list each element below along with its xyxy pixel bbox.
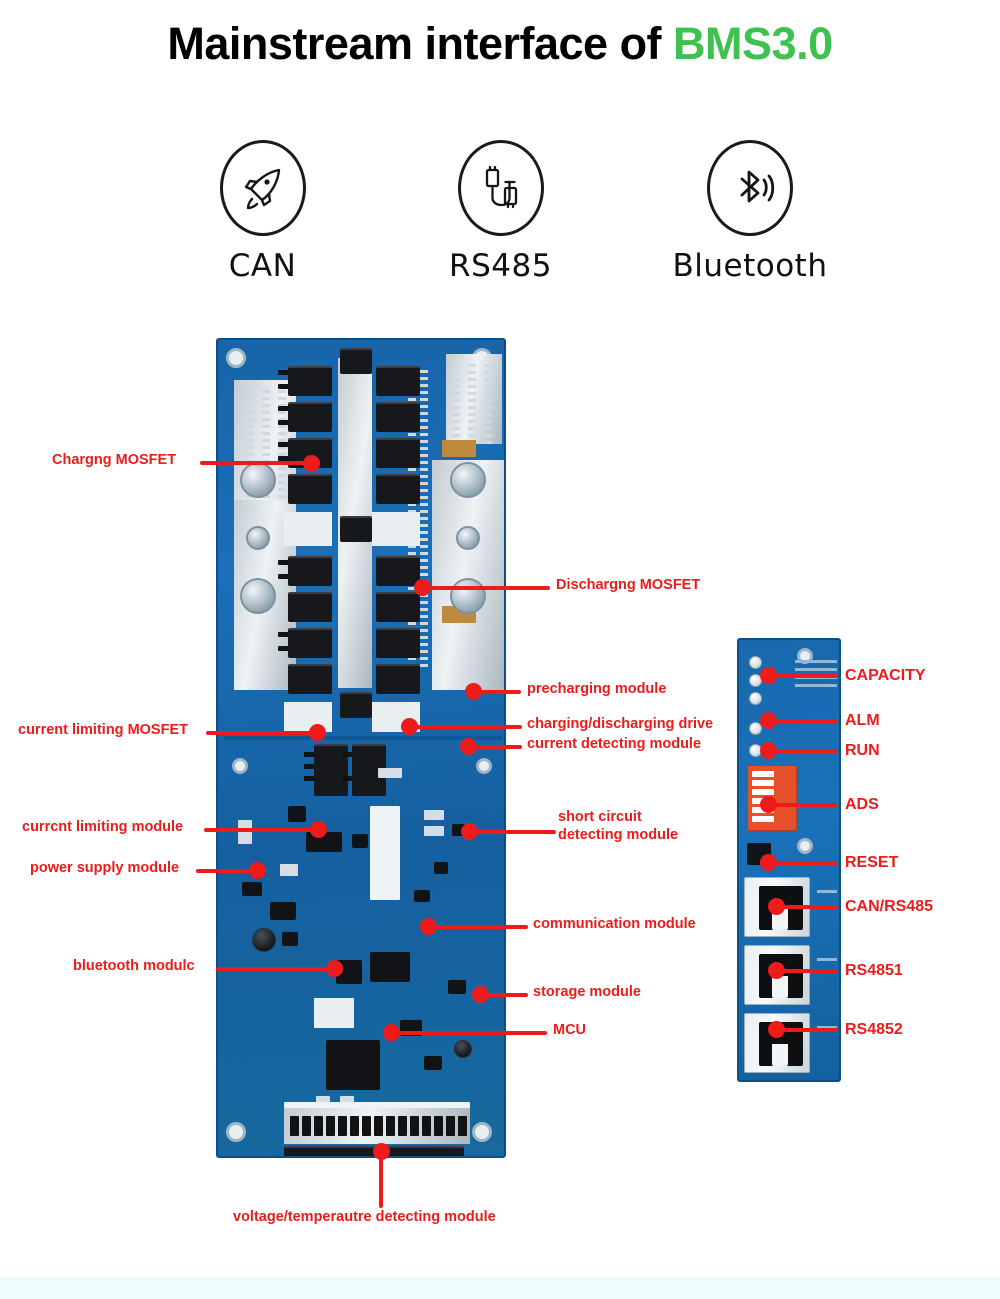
dot-mcu — [383, 1024, 400, 1041]
callout-run: RUN — [845, 742, 880, 759]
leader-rs4852 — [778, 1028, 838, 1032]
callout-reset: RESET — [845, 854, 899, 871]
dot-power-supply-module — [249, 862, 266, 879]
callout-power-supply-module: power supply module — [30, 860, 180, 876]
leader-current-limiting-mosfet — [206, 731, 316, 735]
feature-bluetooth: Bluetooth — [660, 140, 840, 284]
callout-storage-module: storage module — [533, 984, 641, 1000]
callout-discharging-mosfet: Dischargng MOSFET — [556, 577, 701, 593]
callout-charging-mosfet: Chargng MOSFET — [52, 452, 177, 468]
callout-capacity: CAPACITY — [845, 667, 926, 684]
dot-run — [760, 742, 777, 759]
leader-discharging-mosfet — [422, 586, 550, 590]
dot-capacity — [760, 667, 777, 684]
feature-rs485: RS485 — [438, 140, 563, 284]
feature-can: CAN — [200, 140, 325, 284]
leader-reset — [770, 861, 838, 865]
dot-ads — [760, 796, 777, 813]
rocket-icon — [219, 140, 306, 236]
dot-charging-discharging-drive — [401, 718, 418, 735]
led-capacity-3 — [749, 692, 762, 705]
dot-current-limiting-module — [310, 821, 327, 838]
callout-current-limiting-module: currcnt limiting module — [22, 819, 184, 835]
callout-bluetooth-module: bluetooth modulc — [73, 958, 195, 974]
callout-communication-module: communication module — [533, 916, 696, 932]
dot-rs4851 — [768, 962, 785, 979]
callout-mcu: MCU — [553, 1022, 587, 1038]
callout-voltage-temperature-detecting-module: voltage/temperautre detecting module — [233, 1209, 496, 1225]
led-alm — [749, 722, 762, 735]
dot-bluetooth-module — [326, 960, 343, 977]
leader-current-limiting-module — [204, 828, 318, 832]
callout-can-rs485: CAN/RS485 — [845, 898, 934, 915]
dot-charging-mosfet — [303, 455, 320, 472]
dot-storage-module — [472, 986, 489, 1003]
dot-voltage-temperature-module — [373, 1143, 390, 1160]
page-title-accent: BMS3.0 — [673, 18, 833, 69]
dot-reset — [760, 854, 777, 871]
callout-precharging-module: precharging module — [527, 681, 667, 697]
callout-short-circuit-detecting-module: short circuit detecting module — [558, 809, 718, 844]
dot-discharging-mosfet — [414, 579, 431, 596]
callout-current-limiting-mosfet: current limiting MOSFET — [18, 722, 188, 738]
dot-communication-module — [420, 918, 437, 935]
leader-short-circuit-detecting-module — [470, 830, 556, 834]
led-capacity — [749, 656, 762, 669]
leader-bluetooth-module — [216, 967, 334, 971]
dot-current-limiting-mosfet — [309, 724, 326, 741]
page-title: Mainstream interface of BMS3.0 — [0, 18, 1000, 70]
dot-rs4852 — [768, 1021, 785, 1038]
leader-mcu — [392, 1031, 547, 1035]
leader-charging-discharging-drive — [410, 725, 522, 729]
callout-short-circuit-line2: detecting module — [558, 826, 679, 843]
leader-current-detecting-module — [470, 745, 522, 749]
leader-ads — [770, 803, 838, 807]
leader-can-rs485 — [778, 905, 838, 909]
leader-charging-mosfet — [200, 461, 312, 465]
callout-current-detecting-module: current detecting module — [527, 736, 702, 752]
leader-voltage-temperature-module — [379, 1150, 383, 1208]
bms-main-board-photo — [216, 338, 506, 1158]
callout-rs4852: RS4852 — [845, 1021, 903, 1038]
leader-power-supply-module — [196, 869, 258, 873]
bluetooth-icon — [707, 140, 793, 236]
dot-current-detecting-module — [460, 738, 477, 755]
leader-run — [770, 749, 838, 753]
leader-precharging-module — [477, 690, 521, 694]
dot-short-circuit-detecting-module — [461, 823, 478, 840]
leader-capacity — [770, 674, 838, 678]
page-title-prefix: Mainstream interface of — [167, 18, 674, 69]
dot-can-rs485 — [768, 898, 785, 915]
bms-interface-panel-photo — [737, 638, 841, 1082]
feature-icon-row: CAN RS485 — [0, 140, 1000, 300]
usb-cable-icon — [457, 140, 544, 236]
leader-storage-module — [482, 993, 528, 997]
feature-label: CAN — [228, 248, 297, 284]
dot-alm — [760, 712, 777, 729]
dot-precharging-module — [465, 683, 482, 700]
callout-short-circuit-line1: short circuit — [558, 809, 642, 825]
footer-strip — [0, 1277, 1000, 1299]
callout-ads: ADS — [845, 796, 879, 813]
callout-charging-discharging-drive: charging/discharging drive — [527, 716, 714, 732]
leader-alm — [770, 719, 838, 723]
callout-rs4851: RS4851 — [845, 962, 903, 979]
feature-label: RS485 — [449, 248, 552, 284]
callout-alm: ALM — [845, 712, 880, 729]
leader-rs4851 — [778, 969, 838, 973]
feature-label: Bluetooth — [672, 248, 828, 284]
leader-communication-module — [430, 925, 528, 929]
